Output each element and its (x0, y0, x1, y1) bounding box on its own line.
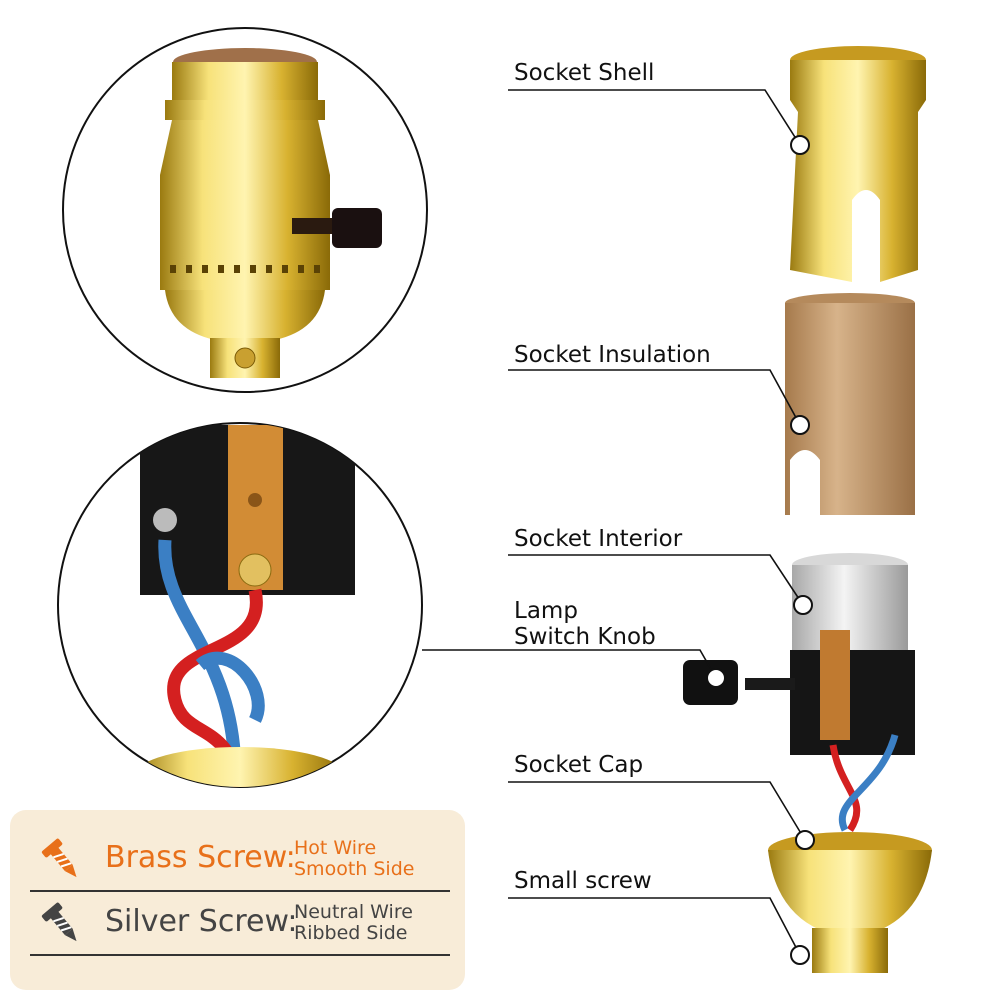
label-socket-interior: Socket Interior (514, 526, 683, 552)
label-small-screw: Small screw (514, 868, 652, 894)
assembled-socket-image (62, 27, 428, 393)
silver-screw-icon (41, 902, 77, 942)
label-socket-shell: Socket Shell (514, 60, 655, 86)
legend-divider-2 (30, 954, 450, 956)
socket-interior-image (683, 553, 915, 832)
brass-screw-icon (41, 838, 77, 878)
leader-dots (706, 135, 815, 965)
label-socket-insulation: Socket Insulation (514, 342, 711, 368)
socket-shell-image (790, 46, 926, 282)
label-lamp-switch-knob-line1: Lamp (514, 598, 578, 624)
leader-lines (422, 89, 806, 956)
silver-screw-line2: Ribbed Side (294, 922, 408, 944)
brass-screw-line1: Hot Wire (294, 837, 377, 859)
screw-legend: Brass Screw: Hot Wire Smooth Side Silver… (10, 810, 465, 990)
label-socket-cap: Socket Cap (514, 752, 644, 778)
silver-screw-line1: Neutral Wire (294, 901, 413, 923)
brass-screw-line2: Smooth Side (294, 858, 415, 880)
wiring-closeup-image (57, 422, 423, 788)
socket-insulation-image (785, 293, 915, 515)
brass-screw-title: Brass Screw: (105, 840, 296, 875)
legend-divider-1 (30, 890, 450, 892)
socket-cap-image (768, 832, 932, 973)
silver-screw-title: Silver Screw: (105, 904, 298, 939)
label-lamp-switch-knob-line2: Switch Knob (514, 624, 656, 650)
